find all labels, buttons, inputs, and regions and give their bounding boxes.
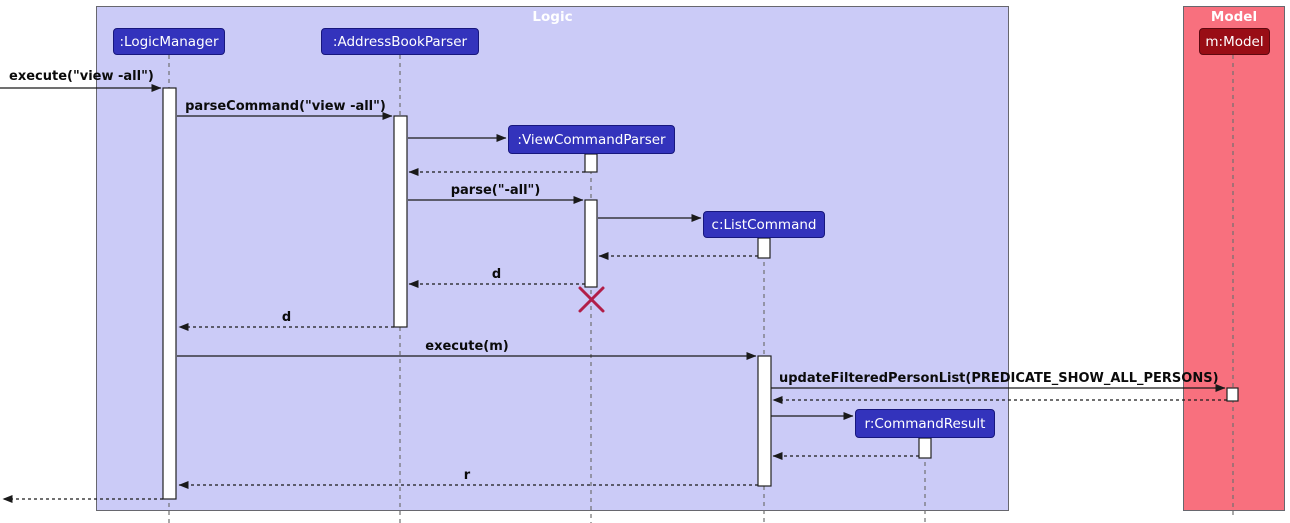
participant-command-result: r:CommandResult	[855, 409, 995, 438]
message-label-return-r: r	[463, 468, 471, 483]
participant-list-command: c:ListCommand	[703, 211, 825, 238]
message-label-update-filtered-person-list: updateFilteredPersonList(PREDICATE_SHOW_…	[779, 371, 1219, 386]
participant-view-command-parser: :ViewCommandParser	[508, 125, 675, 154]
participant-model: m:Model	[1199, 28, 1270, 55]
model-frame: Model	[1183, 6, 1285, 511]
participant-address-book-parser: :AddressBookParser	[321, 28, 479, 55]
model-frame-title: Model	[1210, 9, 1258, 25]
message-label-return-d-to-parser: d	[491, 267, 502, 282]
logic-frame-title: Logic	[532, 9, 573, 25]
message-label-parse-command: parseCommand("view -all")	[185, 99, 386, 114]
message-label-parse: parse("-all")	[450, 183, 541, 198]
message-label-execute: execute("view -all")	[9, 69, 154, 84]
message-label-return-d-to-logic-manager: d	[281, 310, 292, 325]
participant-logic-manager: :LogicManager	[113, 28, 225, 55]
message-label-execute-m: execute(m)	[425, 339, 509, 354]
